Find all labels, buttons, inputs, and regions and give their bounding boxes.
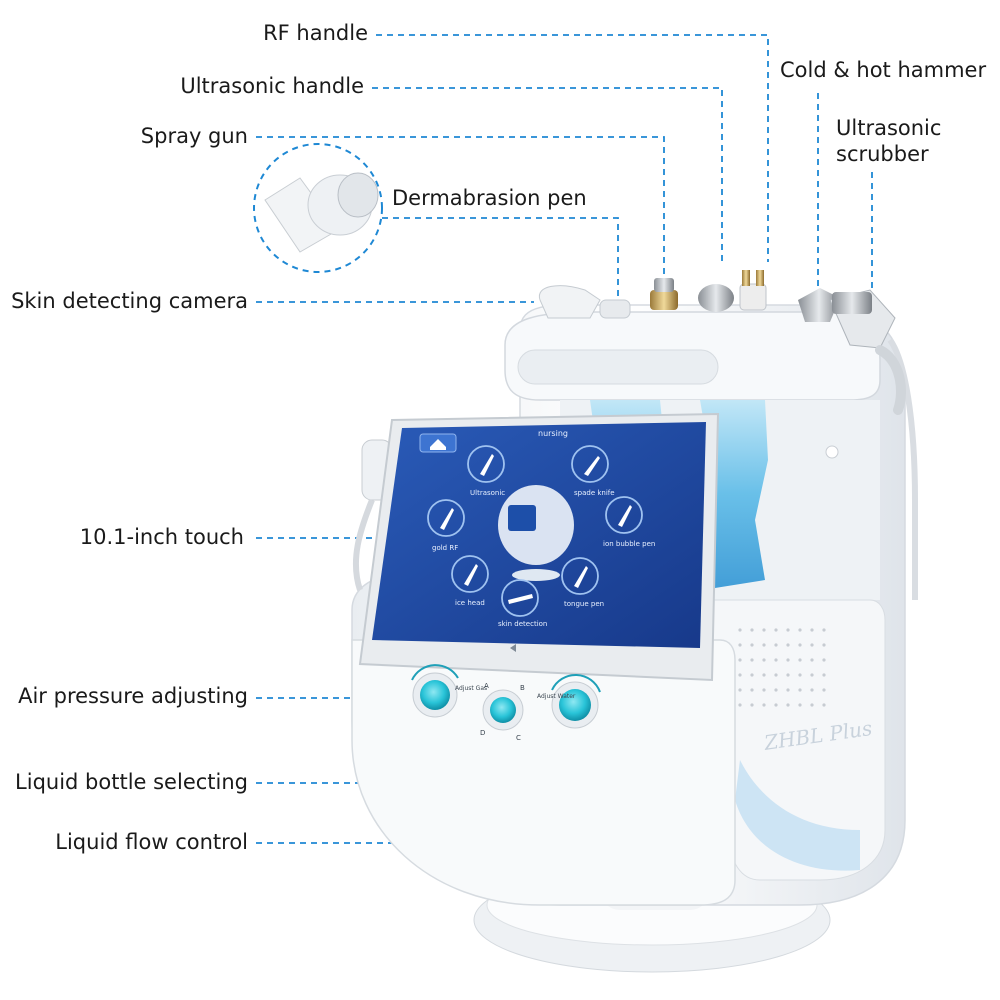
knobs	[411, 664, 601, 731]
label-cold-hot-hammer: Cold & hot hammer	[780, 58, 987, 82]
leader-rf-handle	[376, 34, 769, 262]
label-skin-detecting-camera: Skin detecting camera	[11, 289, 248, 313]
touch-screen: nursing Ultrasonic spade knife gol	[358, 412, 720, 682]
label-liquid-bottle: Liquid bottle selecting	[15, 770, 248, 794]
label-ultrasonic-scrubber-1: Ultrasonic	[836, 116, 942, 140]
screen-title: nursing	[538, 429, 568, 438]
selector-label-d: D	[480, 729, 485, 737]
vent-grille	[738, 628, 826, 707]
label-touch-screen: 10.1-inch touch	[79, 525, 244, 549]
knob-right-label: Adjust Water	[537, 693, 576, 700]
selector-label-b: B	[520, 684, 525, 692]
label-rf-handle: RF handle	[263, 21, 368, 45]
screen-item-tongue-pen: tongue pen	[564, 600, 604, 608]
selector-label-c: C	[516, 734, 521, 742]
control-panel	[351, 639, 736, 906]
label-ultrasonic-scrubber-2: scrubber	[836, 142, 929, 166]
screen-item-spade-knife: spade knife	[574, 489, 615, 497]
camera-zoom-circle	[253, 143, 383, 273]
leader-dermabrasion-pen	[382, 217, 619, 300]
screen-item-ultrasonic: Ultrasonic	[470, 489, 505, 497]
leader-spray-gun	[256, 136, 665, 280]
label-dermabrasion-pen: Dermabrasion pen	[392, 186, 587, 210]
handpieces	[538, 270, 918, 600]
label-air-pressure: Air pressure adjusting	[18, 684, 248, 708]
screen-item-skin-detection: skin detection	[498, 620, 547, 628]
label-spray-gun: Spray gun	[140, 124, 248, 148]
knob-left-label: Adjust Gas	[455, 685, 487, 692]
label-ultrasonic-handle: Ultrasonic handle	[180, 74, 364, 98]
screen-item-ice-head: ice head	[455, 599, 485, 607]
label-liquid-flow: Liquid flow control	[55, 830, 248, 854]
selector-label-a: A	[484, 682, 489, 690]
screen-item-ion-bubble-pen: ion bubble pen	[603, 540, 655, 548]
screen-item-gold-rf: gold RF	[432, 544, 458, 552]
leader-ultrasonic-handle	[372, 87, 723, 265]
